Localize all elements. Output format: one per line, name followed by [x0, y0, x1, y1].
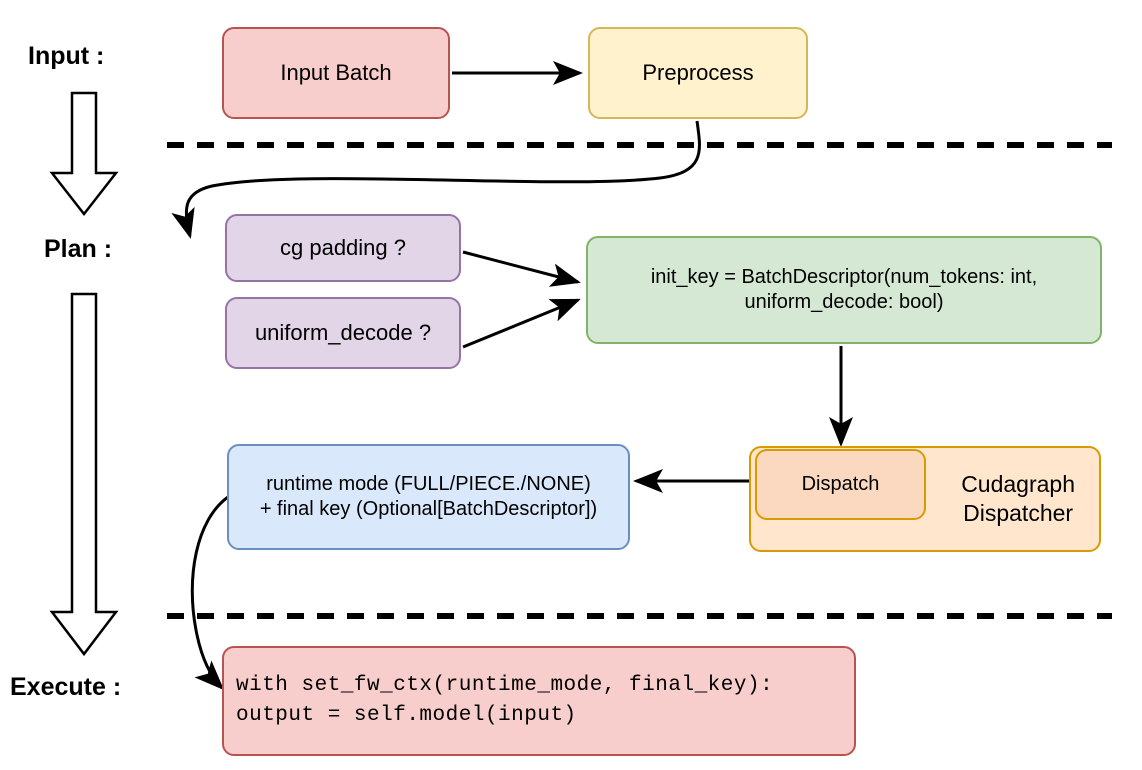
- stage-arrow-plan-to-execute: [49, 292, 119, 657]
- stage-label-execute: Execute :: [10, 673, 122, 701]
- node-preprocess[interactable]: Preprocess: [588, 27, 808, 119]
- node-dispatch[interactable]: Dispatch: [755, 449, 926, 520]
- stage-arrow-input-to-plan: [49, 91, 119, 217]
- node-uniform-decode[interactable]: uniform_decode ?: [225, 297, 461, 369]
- stage-label-plan: Plan :: [44, 235, 113, 263]
- stage-label-input: Input :: [28, 42, 105, 70]
- node-init-key[interactable]: init_key = BatchDescriptor(num_tokens: i…: [586, 236, 1102, 344]
- edge-cg-padding-to-init-key: [462, 250, 581, 287]
- edge-uniform-decode-to-init-key: [462, 298, 581, 349]
- node-input-batch[interactable]: Input Batch: [222, 27, 450, 119]
- node-exec-code: with set_fw_ctx(runtime_mode, final_key)…: [222, 646, 856, 756]
- node-runtime-mode[interactable]: runtime mode (FULL/PIECE./NONE) + final …: [227, 444, 630, 550]
- node-cg-padding[interactable]: cg padding ?: [225, 214, 461, 282]
